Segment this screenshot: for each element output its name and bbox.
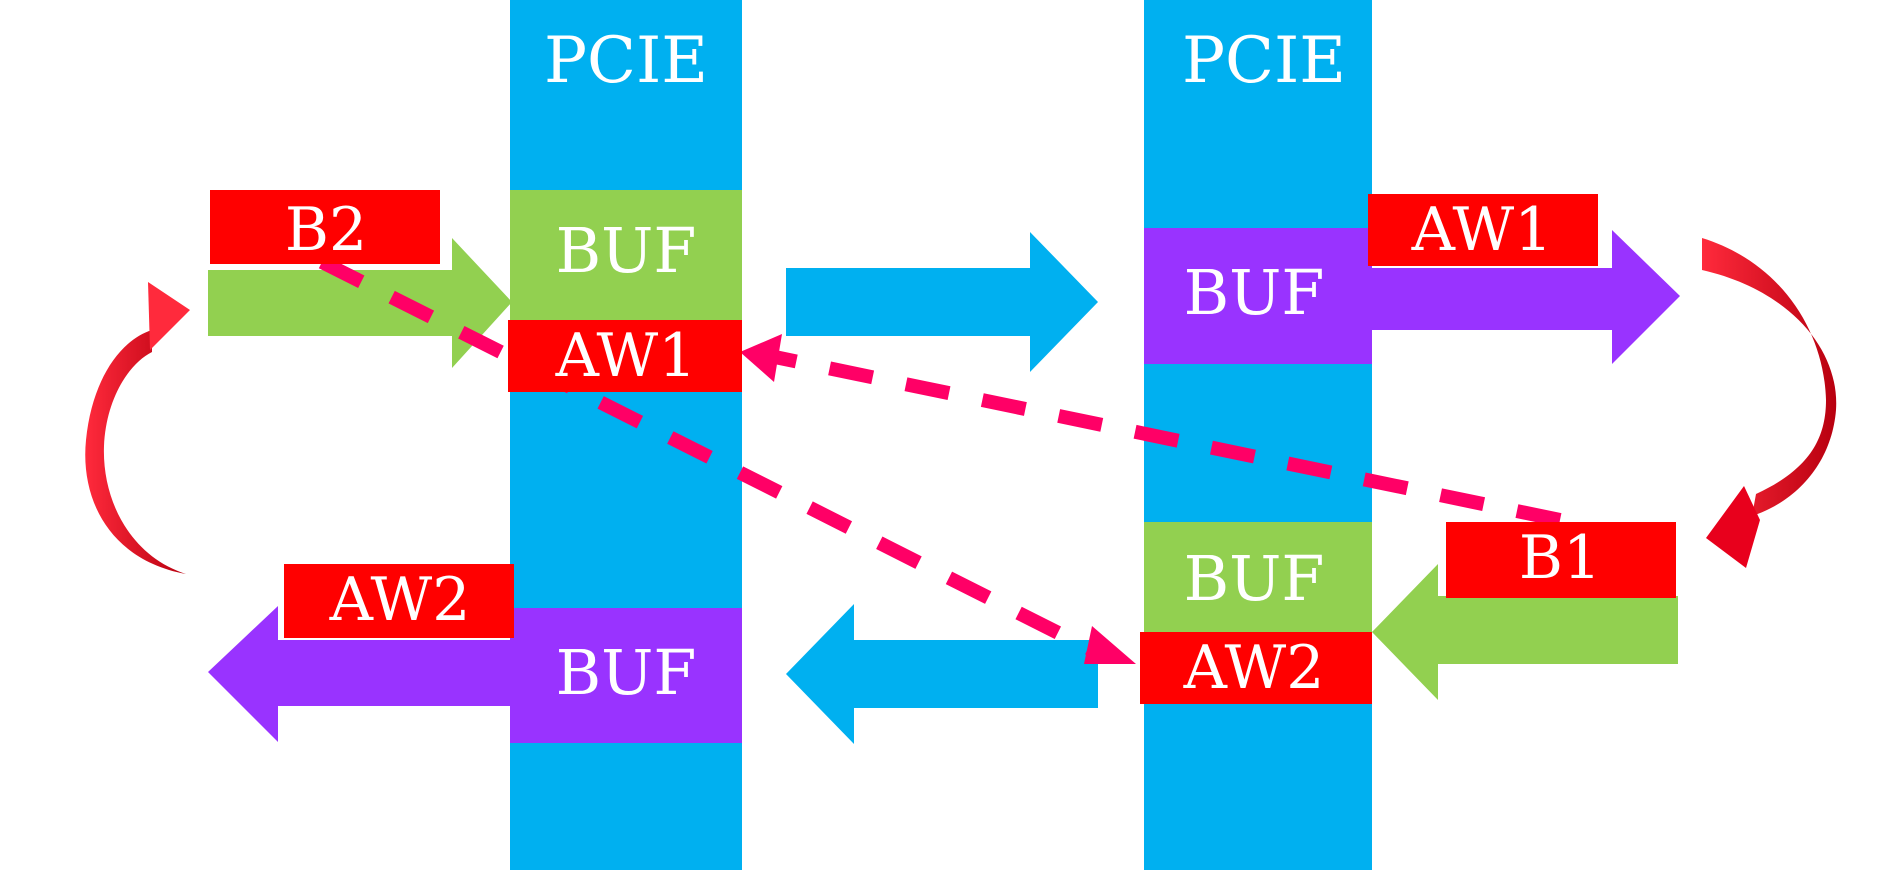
- label-b2: B2: [210, 190, 440, 265]
- right-buf-bottom-label: BUF: [1184, 542, 1325, 615]
- label-right-aw2: AW2: [1140, 632, 1372, 704]
- right-curved-arrow-body: [1702, 238, 1837, 516]
- dashed-line-arrowhead-right-aw2: [1084, 626, 1136, 664]
- left-pcie-column: PCIE BUF BUF: [510, 0, 742, 870]
- right-pcie-column: PCIE BUF BUF: [1144, 0, 1372, 870]
- left-buf-top-label: BUF: [556, 214, 697, 287]
- left-curved-arrow-body: [85, 330, 186, 612]
- left-curved-arrow: [85, 282, 190, 612]
- middle-top-blue-arrow: [786, 232, 1098, 372]
- label-b2-box: [210, 190, 440, 264]
- left-buf-bottom-block: [510, 608, 742, 743]
- right-buf-top-block: [1144, 228, 1372, 364]
- left-buf-bottom-label: BUF: [556, 636, 697, 709]
- label-b1: B1: [1446, 522, 1676, 598]
- right-pcie-title: PCIE: [1182, 24, 1346, 98]
- label-left-aw2: AW2: [284, 564, 514, 638]
- dashed-line-arrowhead-left-aw1: [740, 334, 782, 382]
- label-right-aw1-box: [1368, 194, 1598, 266]
- label-b1-box: [1446, 522, 1676, 598]
- left-buf-top-block: [510, 190, 742, 320]
- middle-bottom-blue-arrow: [786, 604, 1098, 744]
- dashed-line-b1-to-left-aw1: [768, 349, 1562, 527]
- left-green-arrow: [208, 238, 512, 368]
- dashed-connectors: [318, 255, 1562, 664]
- label-left-aw2-text: AW2: [329, 565, 471, 635]
- label-b2-text: B2: [285, 195, 367, 265]
- label-left-aw1: AW1: [508, 320, 742, 392]
- right-curved-arrow: [1702, 238, 1837, 568]
- label-left-aw1-text: AW1: [555, 321, 697, 391]
- label-b1-text: B1: [1519, 523, 1601, 593]
- dashed-line-b2-to-right-aw2: [318, 255, 1108, 663]
- left-curved-arrow-head: [148, 282, 190, 350]
- left-pcie-title: PCIE: [544, 24, 708, 98]
- label-right-aw2-text: AW2: [1183, 633, 1325, 703]
- label-left-aw2-box: [284, 564, 514, 638]
- right-buf-top-label: BUF: [1184, 256, 1325, 329]
- label-right-aw2-box: [1140, 632, 1372, 704]
- right-purple-arrow: [1372, 230, 1680, 364]
- right-buf-bottom-block: [1144, 522, 1372, 632]
- left-purple-arrow: [208, 606, 510, 742]
- label-right-aw1-text: AW1: [1411, 195, 1553, 265]
- right-pcie-bar: [1144, 0, 1372, 870]
- right-curved-arrow-head: [1706, 486, 1760, 568]
- label-left-aw1-box: [508, 320, 742, 392]
- label-right-aw1: AW1: [1368, 194, 1598, 266]
